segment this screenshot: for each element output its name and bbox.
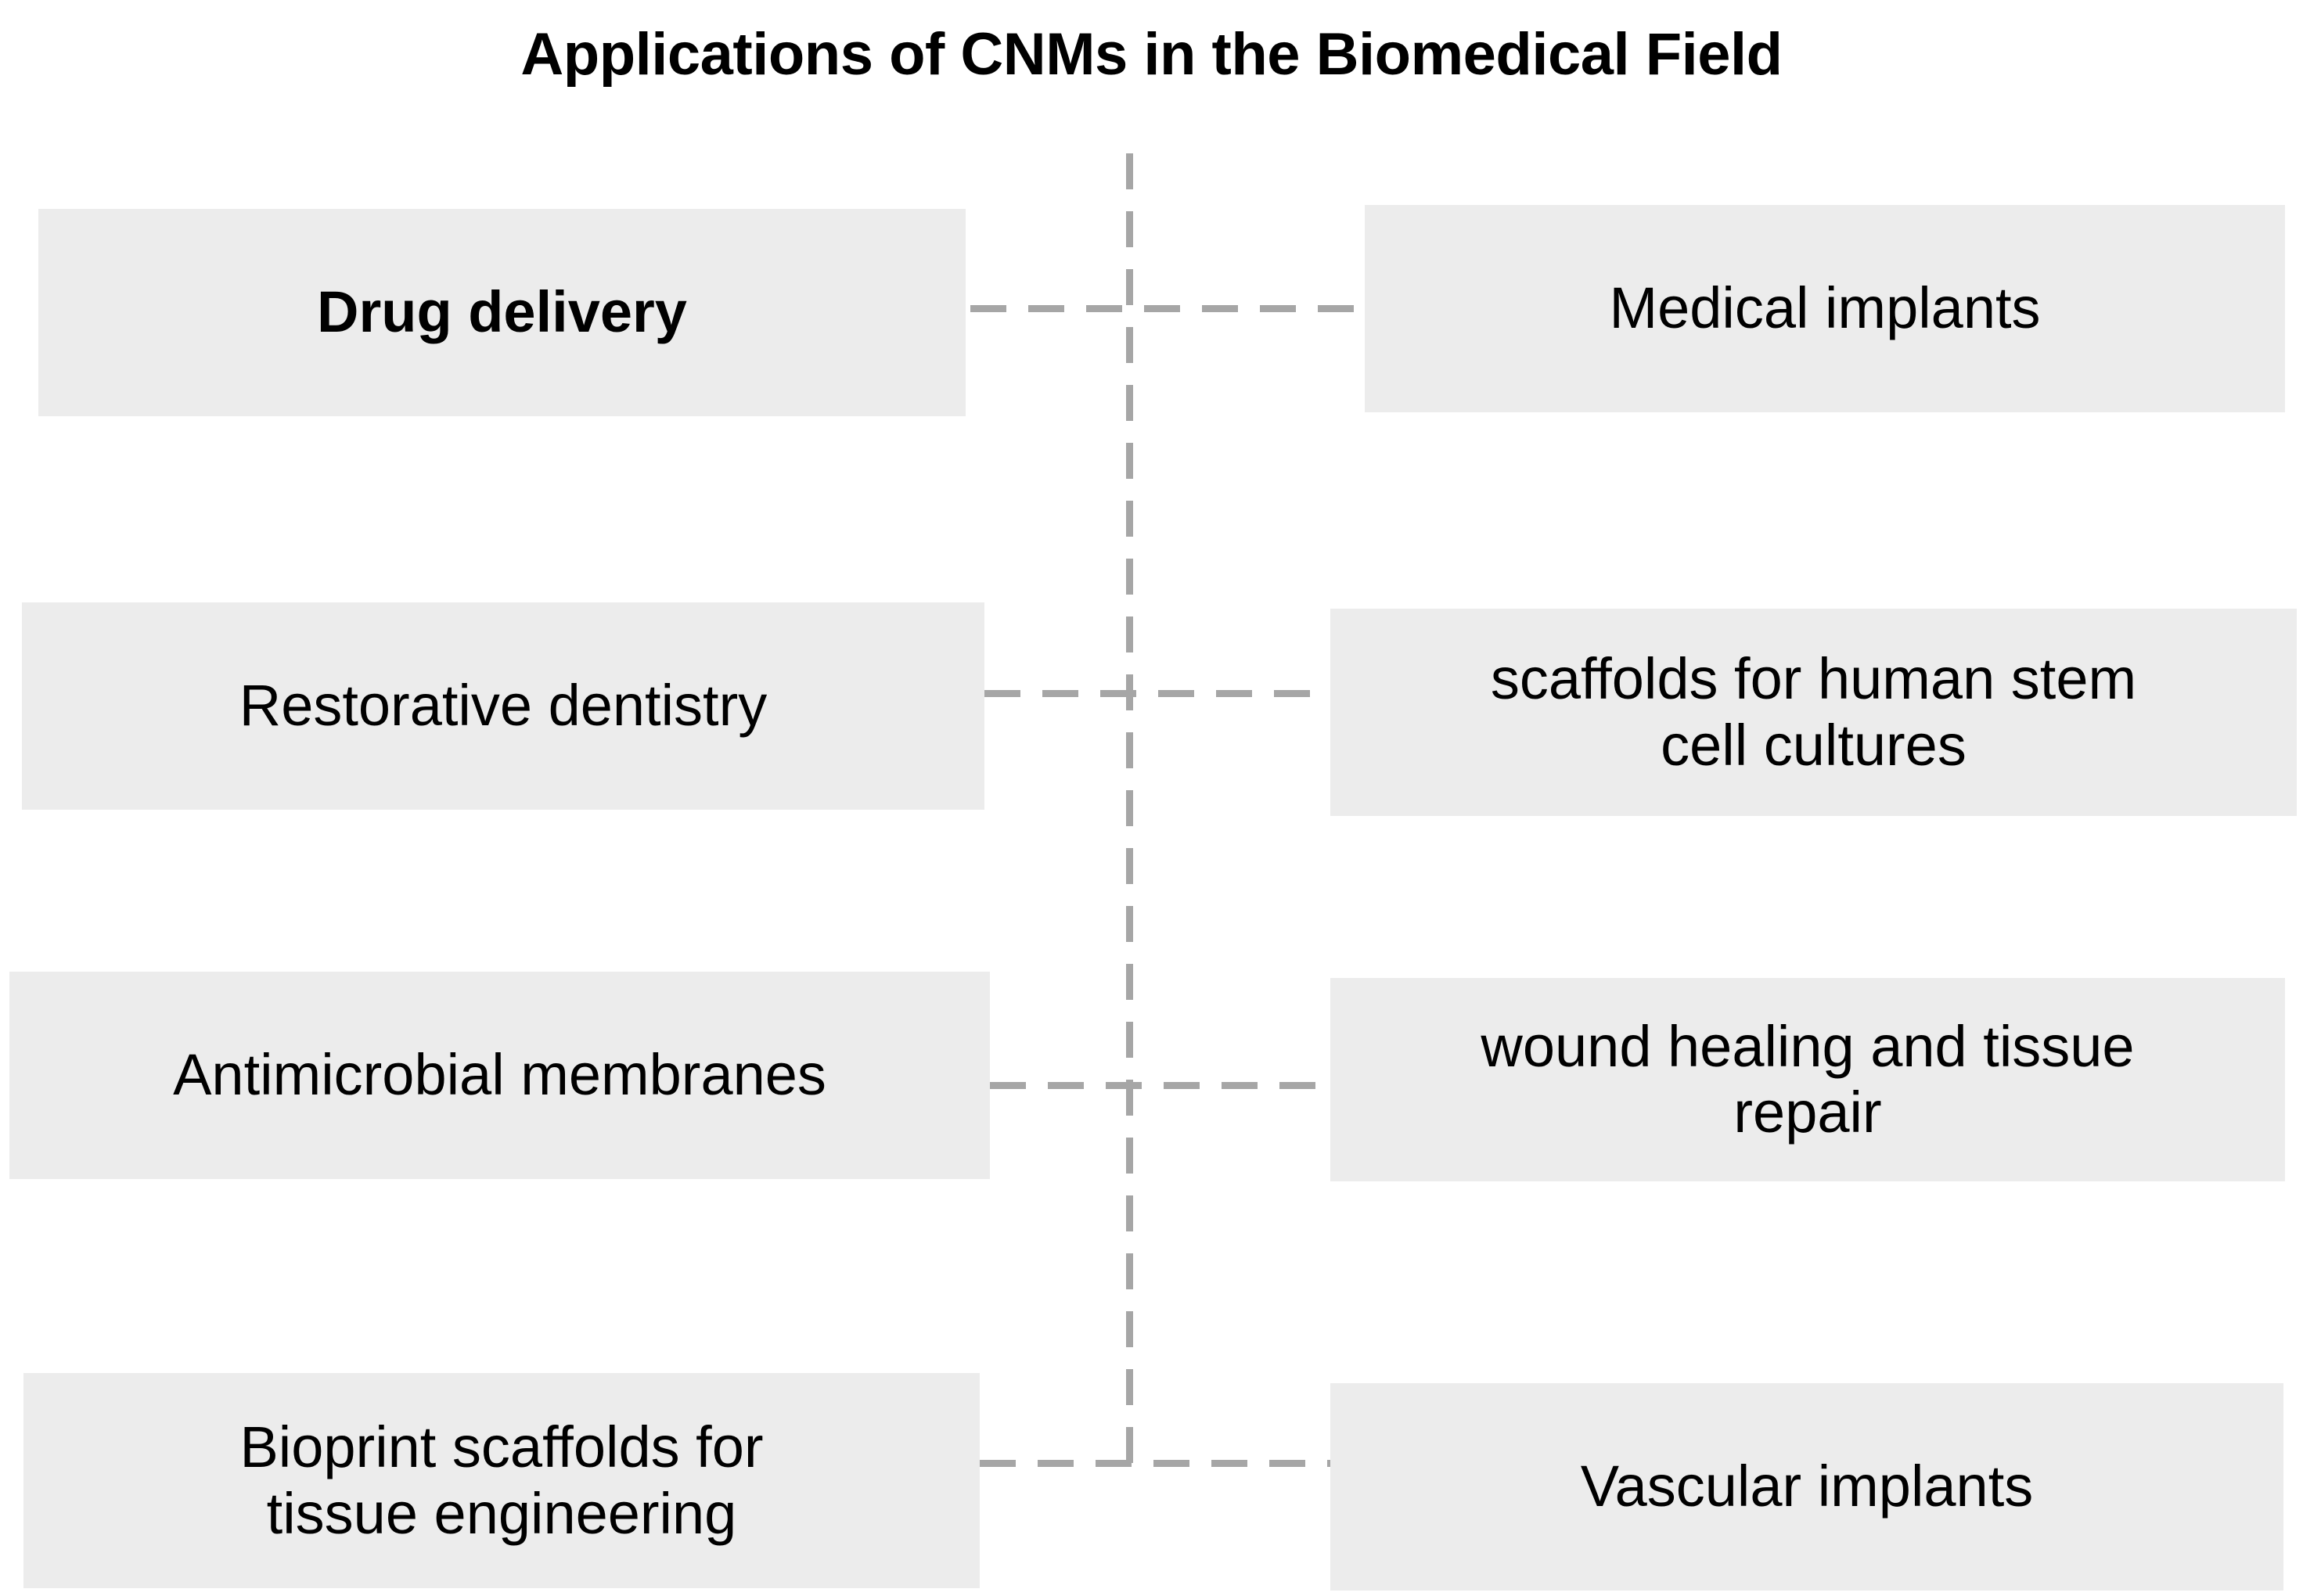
dashed-connector-row-4 xyxy=(980,1460,1330,1467)
dashed-connector-row-2 xyxy=(984,690,1330,697)
node-label-antimicrobial-membranes: Antimicrobial membranes xyxy=(173,1042,826,1108)
node-box-right-4[interactable]: Vascular implants xyxy=(1330,1383,2283,1591)
node-label-bioprint-scaffolds: Bioprint scaffolds for tissue engineerin… xyxy=(239,1414,764,1546)
node-box-right-1[interactable]: Medical implants xyxy=(1365,205,2285,412)
vertical-dashed-spine xyxy=(1126,153,1133,1468)
node-label-wound-healing: wound healing and tissue repair xyxy=(1481,1013,2135,1145)
node-box-left-4[interactable]: Bioprint scaffolds for tissue engineerin… xyxy=(23,1373,980,1588)
node-label-scaffolds-stem-cell: scaffolds for human stem cell cultures xyxy=(1490,646,2137,778)
page-title: Applications of CNMs in the Biomedical F… xyxy=(520,21,1783,88)
node-label-medical-implants: Medical implants xyxy=(1609,275,2041,341)
node-label-drug-delivery: Drug delivery xyxy=(317,279,687,345)
node-box-left-2[interactable]: Restorative dentistry xyxy=(22,602,984,810)
dashed-connector-row-1 xyxy=(970,305,1362,312)
node-label-vascular-implants: Vascular implants xyxy=(1580,1454,2034,1519)
node-box-left-1[interactable]: Drug delivery xyxy=(38,209,966,416)
node-box-right-2[interactable]: scaffolds for human stem cell cultures xyxy=(1330,609,2297,816)
node-box-right-3[interactable]: wound healing and tissue repair xyxy=(1330,978,2285,1181)
node-label-restorative-dentistry: Restorative dentistry xyxy=(239,673,768,739)
node-box-left-3[interactable]: Antimicrobial membranes xyxy=(9,972,990,1179)
dashed-connector-row-3 xyxy=(990,1082,1330,1089)
